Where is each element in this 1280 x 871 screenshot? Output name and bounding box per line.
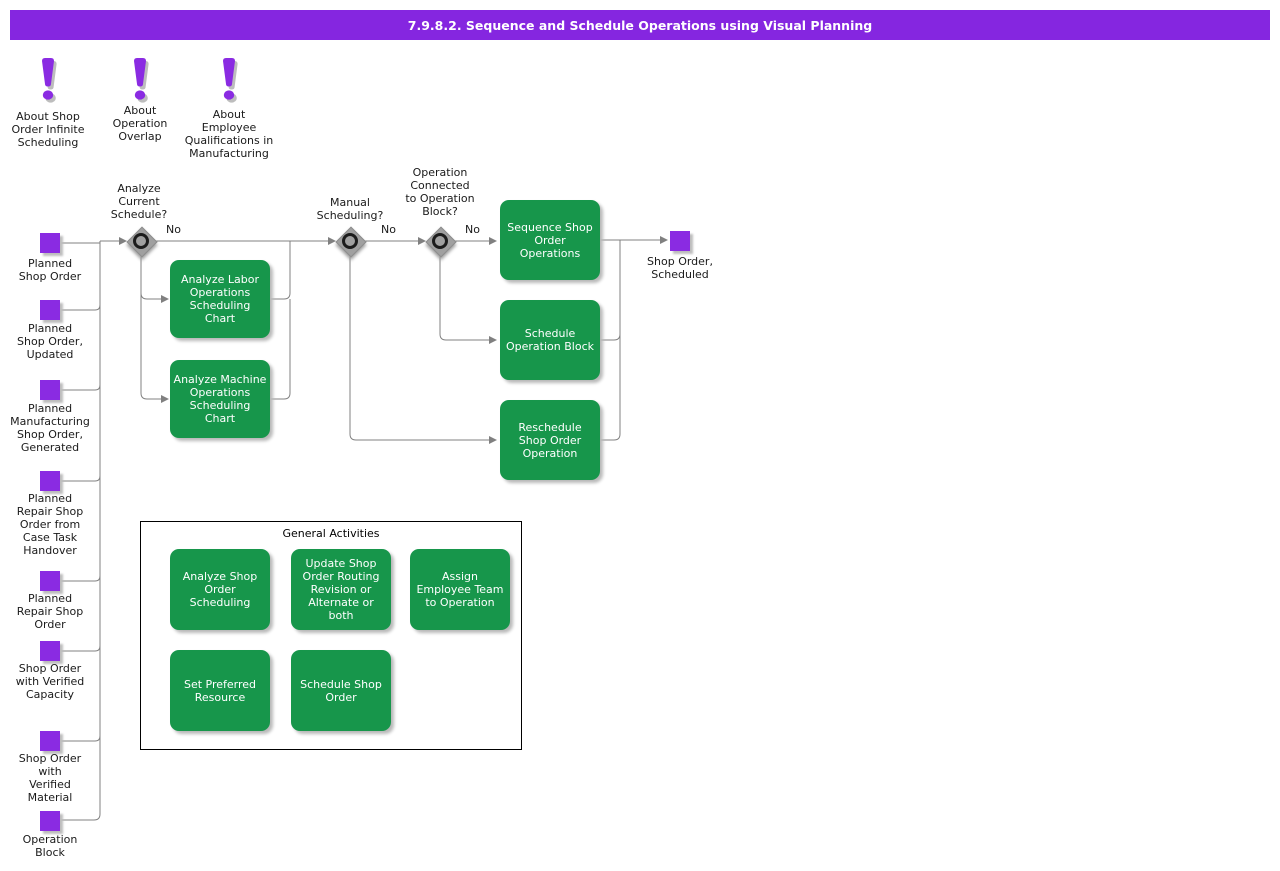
input-item-planned-shop-order-updated[interactable]: [40, 300, 60, 320]
input-label: Planned Shop Order: [18, 257, 82, 283]
activity-update-shop-order-routing[interactable]: Update Shop Order Routing Revision or Al…: [291, 549, 391, 630]
decision-question: Manual Scheduling?: [316, 196, 384, 222]
branch-label-no: No: [381, 223, 396, 236]
branch-label-no: No: [465, 223, 480, 236]
note-label[interactable]: About Employee Qualifications in Manufac…: [184, 108, 274, 160]
activity-analyze-machine-operations-chart[interactable]: Analyze Machine Operations Scheduling Ch…: [170, 360, 270, 438]
decision-question: Operation Connected to Operation Block?: [405, 166, 475, 218]
input-label: Shop Order with Verified Material: [18, 752, 82, 804]
input-label: Planned Manufacturing Shop Order, Genera…: [10, 402, 90, 454]
input-label: Planned Repair Shop Order from Case Task…: [16, 492, 84, 557]
branch-label-no: No: [166, 223, 181, 236]
activity-analyze-shop-order-scheduling[interactable]: Analyze Shop Order Scheduling: [170, 549, 270, 630]
page-title: 7.9.8.2. Sequence and Schedule Operation…: [407, 17, 873, 33]
activity-reschedule-shop-order-operation[interactable]: Reschedule Shop Order Operation: [500, 400, 600, 480]
input-item-shop-order-verified-material[interactable]: [40, 731, 60, 751]
input-item-planned-manufacturing-shop-order[interactable]: [40, 380, 60, 400]
activity-schedule-shop-order[interactable]: Schedule Shop Order: [291, 650, 391, 731]
input-label: Shop Order with Verified Capacity: [15, 662, 85, 701]
decision-circle-icon: [432, 233, 448, 249]
input-item-operation-block[interactable]: [40, 811, 60, 831]
note-label[interactable]: About Shop Order Infinite Scheduling: [11, 110, 85, 149]
output-item-shop-order-scheduled[interactable]: [670, 231, 690, 251]
note-label[interactable]: About Operation Overlap: [112, 104, 168, 143]
arrowheads: [119, 236, 668, 444]
general-activities-title: General Activities: [282, 527, 380, 540]
note-exclamation-icon[interactable]: [125, 57, 155, 105]
activity-sequence-shop-order-operations[interactable]: Sequence Shop Order Operations: [500, 200, 600, 280]
input-item-planned-repair-shop-order[interactable]: [40, 571, 60, 591]
diagram-title-bar: 7.9.8.2. Sequence and Schedule Operation…: [10, 10, 1270, 40]
input-label: Planned Repair Shop Order: [16, 592, 84, 631]
activity-set-preferred-resource[interactable]: Set Preferred Resource: [170, 650, 270, 731]
output-label: Shop Order, Scheduled: [647, 255, 713, 281]
activity-analyze-labor-operations-chart[interactable]: Analyze Labor Operations Scheduling Char…: [170, 260, 270, 338]
input-item-shop-order-verified-capacity[interactable]: [40, 641, 60, 661]
input-item-planned-shop-order[interactable]: [40, 233, 60, 253]
input-label: Planned Shop Order, Updated: [17, 322, 83, 361]
activity-assign-employee-team[interactable]: Assign Employee Team to Operation: [410, 549, 510, 630]
input-item-planned-repair-shop-order-handover[interactable]: [40, 471, 60, 491]
note-exclamation-icon[interactable]: [33, 57, 63, 105]
decision-circle-icon: [342, 233, 358, 249]
note-exclamation-icon[interactable]: [214, 57, 244, 105]
input-label: Operation Block: [22, 833, 78, 859]
activity-schedule-operation-block[interactable]: Schedule Operation Block: [500, 300, 600, 380]
decision-question: Analyze Current Schedule?: [110, 182, 168, 221]
decision-circle-icon: [133, 233, 149, 249]
